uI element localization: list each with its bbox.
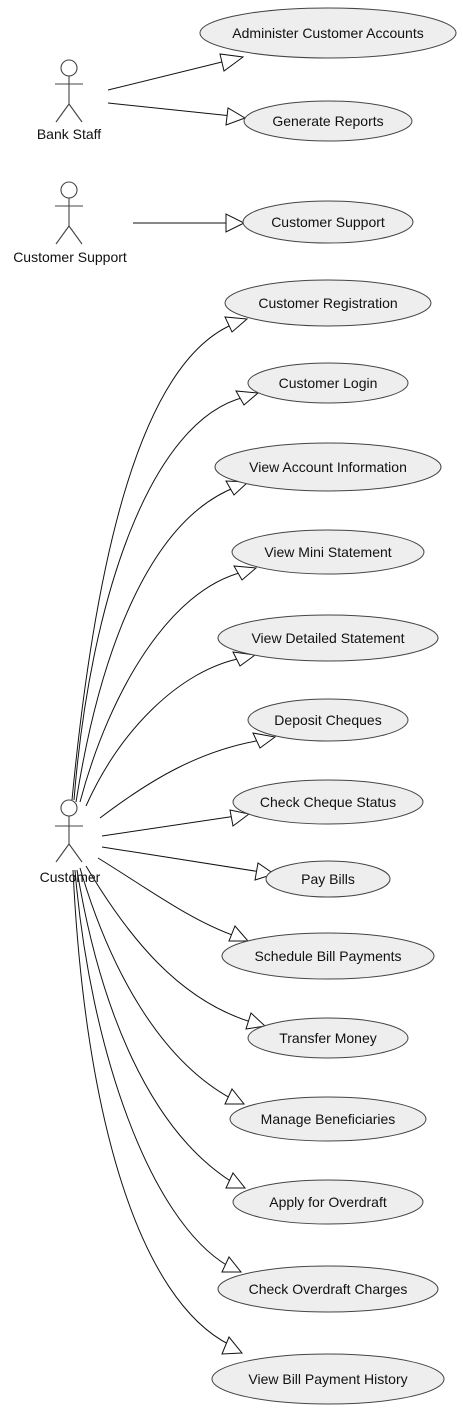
- use-case-ellipse: [232, 1179, 424, 1225]
- arrowhead: [221, 1336, 244, 1355]
- use-case-label: View Mini Statement: [264, 544, 391, 560]
- actor-head: [60, 59, 78, 77]
- association-line: [79, 571, 244, 803]
- arrowhead: [225, 1172, 247, 1189]
- use-case-ellipse: [214, 442, 442, 492]
- association-line: [79, 867, 233, 1100]
- use-case-label: Customer Registration: [258, 295, 397, 311]
- use-case-check-overdraft-charges[interactable]: Check Overdraft Charges: [217, 1265, 439, 1313]
- actor-label-customer-support: Customer Support: [13, 249, 127, 265]
- association-line: [97, 857, 236, 937]
- use-case-label: Generate Reports: [272, 113, 383, 129]
- use-case-label: Schedule Bill Payments: [254, 948, 401, 964]
- arrowhead: [224, 316, 249, 333]
- arrowhead: [232, 651, 257, 667]
- use-case-ellipse: [247, 362, 409, 404]
- actor-head: [60, 181, 78, 199]
- associations: [71, 53, 277, 1355]
- arrowhead: [229, 809, 251, 827]
- use-case-manage-beneficiaries[interactable]: Manage Beneficiaries: [229, 1096, 427, 1142]
- actor-bank-staff[interactable]: Bank Staff: [37, 59, 101, 142]
- use-case-label: Check Cheque Status: [260, 794, 396, 810]
- use-case-label: Administer Customer Accounts: [232, 25, 423, 41]
- use-case-label: View Account Information: [249, 459, 407, 475]
- use-case-generate-reports[interactable]: Generate Reports: [243, 100, 413, 142]
- use-case-ellipse: [217, 614, 439, 662]
- arrowhead: [225, 107, 247, 126]
- use-case-label: Customer Login: [279, 375, 378, 391]
- association-line: [74, 869, 229, 1267]
- use-case-ellipse: [242, 200, 414, 244]
- association-line: [101, 846, 262, 873]
- use-case-label: Pay Bills: [301, 871, 355, 887]
- use-case-pay-bills[interactable]: Pay Bills: [265, 860, 391, 898]
- arrowhead: [221, 1256, 243, 1273]
- association-line: [72, 869, 231, 1346]
- use-case-customer-login[interactable]: Customer Login: [247, 362, 409, 404]
- arrowhead: [219, 53, 245, 72]
- use-case-label: Apply for Overdraft: [269, 1194, 387, 1210]
- use-case-ellipse: [224, 279, 432, 327]
- actor-customer[interactable]: Customer: [40, 799, 101, 885]
- use-case-customer-registration[interactable]: Customer Registration: [224, 279, 432, 327]
- use-case-label: Customer Support: [271, 214, 385, 230]
- use-case-view-bill-payment-history[interactable]: View Bill Payment History: [211, 1353, 445, 1405]
- use-case-view-mini-statement[interactable]: View Mini Statement: [231, 529, 425, 575]
- use-case-ellipse: [199, 7, 457, 59]
- association-line: [76, 869, 233, 1183]
- arrowhead: [245, 1012, 267, 1030]
- use-case-label: Transfer Money: [279, 1030, 377, 1046]
- actor-customer-support[interactable]: Customer Support: [13, 181, 127, 265]
- use-case-ellipse: [265, 860, 391, 898]
- association-line: [71, 322, 237, 801]
- arrowhead: [224, 1088, 246, 1105]
- association-line: [107, 59, 231, 91]
- use-case-label: View Bill Payment History: [248, 1371, 407, 1387]
- actor-label-bank-staff: Bank Staff: [37, 126, 101, 142]
- use-case-ellipse: [231, 529, 425, 575]
- use-case-label: Deposit Cheques: [274, 712, 381, 728]
- use-case-apply-for-overdraft[interactable]: Apply for Overdraft: [232, 1179, 424, 1225]
- use-case-view-detailed-statement[interactable]: View Detailed Statement: [217, 614, 439, 662]
- association-line: [101, 815, 237, 837]
- use-case-deposit-cheques[interactable]: Deposit Cheques: [247, 698, 409, 742]
- association-line: [75, 486, 237, 803]
- arrowhead: [225, 213, 246, 233]
- arrowhead: [252, 732, 277, 749]
- arrowhead: [235, 390, 260, 406]
- use-case-transfer-money[interactable]: Transfer Money: [247, 1017, 409, 1059]
- use-case-ellipse: [247, 1017, 409, 1059]
- use-case-ellipse: [217, 1265, 439, 1313]
- association-line: [107, 102, 233, 117]
- use-case-administer-customer-accounts[interactable]: Administer Customer Accounts: [199, 7, 457, 59]
- use-case-label: Check Overdraft Charges: [249, 1281, 408, 1297]
- use-case-ellipse: [232, 779, 424, 825]
- association-line: [85, 657, 243, 807]
- association-line: [85, 865, 252, 1023]
- association-line: [73, 396, 246, 801]
- actor-label-customer: Customer: [40, 869, 101, 885]
- arrowhead: [228, 925, 250, 942]
- use-case-ellipse: [211, 1353, 445, 1405]
- actor-head: [60, 799, 78, 817]
- use-case-ellipse: [221, 932, 435, 980]
- use-case-check-cheque-status[interactable]: Check Cheque Status: [232, 779, 424, 825]
- arrowhead: [233, 565, 258, 581]
- use-case-view-account-information[interactable]: View Account Information: [214, 442, 442, 492]
- use-case-label: View Detailed Statement: [251, 630, 404, 646]
- use-case-ellipse: [247, 698, 409, 742]
- use-case-ellipse: [229, 1096, 427, 1142]
- use-case-schedule-bill-payments[interactable]: Schedule Bill Payments: [221, 932, 435, 980]
- association-line: [99, 739, 263, 819]
- use-case-customer-support[interactable]: Customer Support: [242, 200, 414, 244]
- use-case-label: Manage Beneficiaries: [261, 1111, 396, 1127]
- use-case-ellipse: [243, 100, 413, 142]
- arrowhead: [254, 862, 276, 881]
